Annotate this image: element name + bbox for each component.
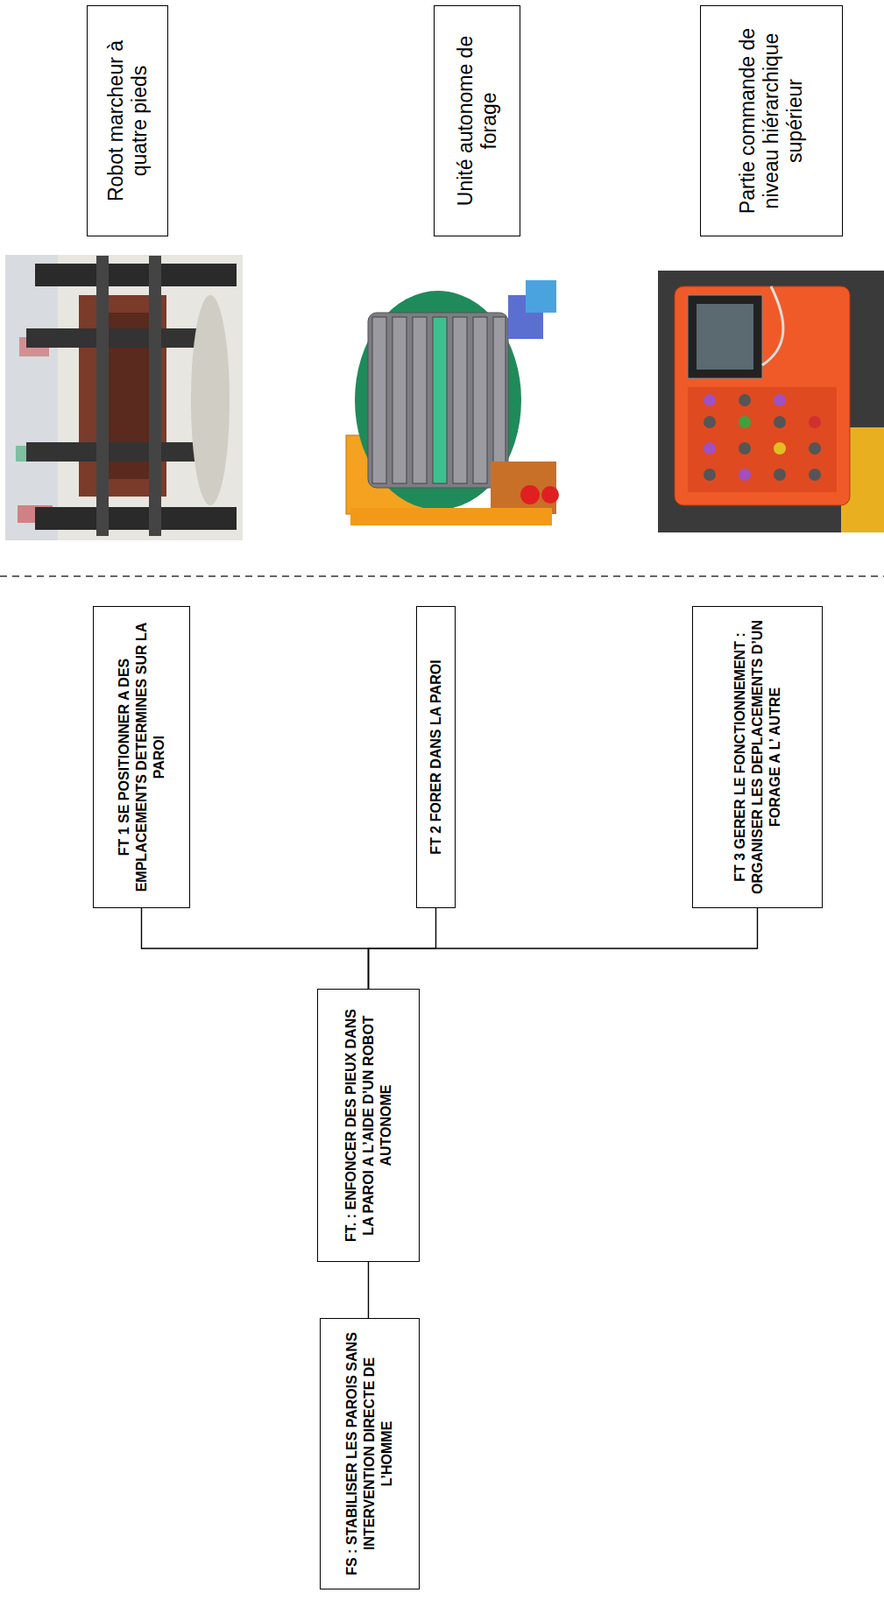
- box-text: Robot marcheur à quatre pieds: [99, 6, 157, 236]
- drilling-unit-drawing: [346, 280, 559, 526]
- box-text: FT 2 FORER DANS LA PAROI: [422, 650, 451, 863]
- caption-box: Partie commande de niveau hiérarchique s…: [700, 5, 843, 237]
- box-text: FT 1 SE POSITIONNER A DES EMPLACEMENTS D…: [110, 607, 174, 908]
- connector-line: [141, 908, 369, 990]
- function-box: FT 3 GERER LE FONCTIONNEMENT : ORGANISER…: [692, 606, 823, 909]
- control-case-photo: [657, 270, 884, 533]
- dashed-separator: [0, 575, 884, 578]
- caption-box: Unité autonome de forage: [433, 5, 521, 237]
- connector-line: [367, 1262, 369, 1319]
- function-box: FS : STABILISER LES PAROIS SANS INTERVEN…: [319, 1318, 420, 1591]
- function-box: FT 1 SE POSITIONNER A DES EMPLACEMENTS D…: [92, 606, 191, 909]
- box-text: FS : STABILISER LES PAROIS SANS INTERVEN…: [338, 1319, 402, 1590]
- connector-line: [368, 908, 758, 990]
- caption-box: Robot marcheur à quatre pieds: [86, 5, 169, 237]
- box-text: FT 3 GERER LE FONCTIONNEMENT : ORGANISER…: [726, 607, 790, 908]
- box-text: Partie commande de niveau hiérarchique s…: [730, 6, 813, 236]
- function-box: FT. : ENFONCER DES PIEUX DANS LA PAROI A…: [317, 989, 420, 1263]
- function-box: FT 2 FORER DANS LA PAROI: [416, 606, 456, 909]
- box-text: Unité autonome de forage: [448, 6, 507, 236]
- box-text: FT. : ENFONCER DES PIEUX DANS LA PAROI A…: [337, 990, 401, 1262]
- robot-photo: [5, 254, 243, 541]
